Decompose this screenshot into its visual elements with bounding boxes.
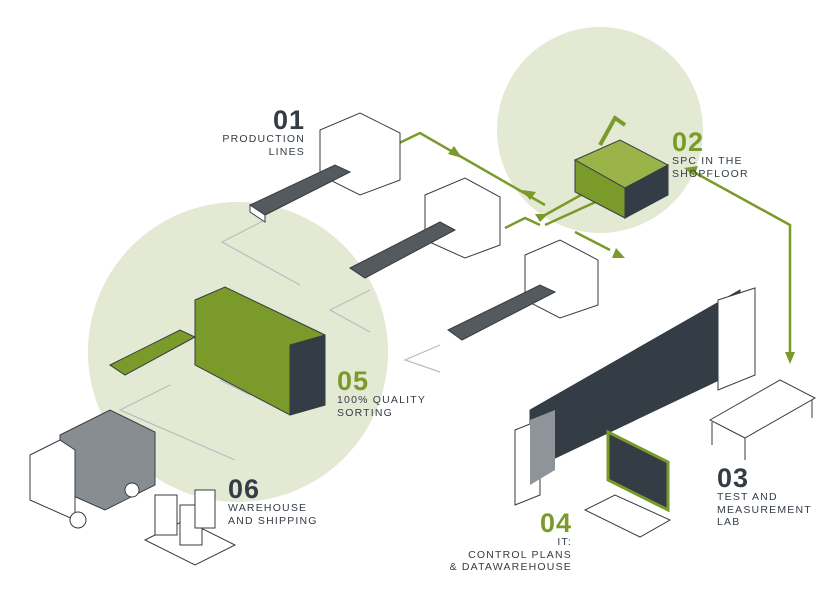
- station-number: 01: [272, 105, 305, 135]
- station-number: 03: [717, 463, 750, 493]
- test-lab-table: [708, 379, 817, 460]
- warehouse-boxes: [143, 489, 237, 566]
- sorting-machine: [109, 286, 326, 416]
- station-04-label: 04 IT: CONTROL PLANS & DATAWAREHOUSE: [422, 510, 572, 574]
- production-line-3: [447, 239, 599, 341]
- production-line-2: [349, 177, 501, 279]
- station-number: 02: [672, 127, 705, 157]
- station-title: PRODUCTION LINES: [222, 133, 305, 158]
- station-title: 100% QUALITY SORTING: [337, 394, 427, 419]
- station-title: TEST AND MEASUREMENT LAB: [717, 491, 812, 528]
- station-03-label: 03 TEST AND MEASUREMENT LAB: [717, 465, 812, 529]
- station-title: WAREHOUSE AND SHIPPING: [228, 502, 318, 527]
- station-title: SPC IN THE SHOPFLOOR: [672, 155, 749, 180]
- arrowheads: [448, 146, 795, 364]
- station-number: 06: [228, 474, 261, 504]
- station-01-label: 01 PRODUCTION LINES: [205, 107, 305, 158]
- station-02-label: 02 SPC IN THE SHOPFLOOR: [672, 129, 749, 180]
- station-title: IT: CONTROL PLANS & DATAWAREHOUSE: [449, 536, 572, 573]
- station-06-label: 06 WAREHOUSE AND SHIPPING: [228, 476, 318, 527]
- station-05-label: 05 100% QUALITY SORTING: [337, 368, 426, 419]
- spc-machine: [573, 115, 670, 219]
- station-number: 05: [337, 366, 370, 396]
- gray-flow-lines: [118, 219, 441, 461]
- production-line-1: [248, 112, 401, 223]
- station-number: 04: [539, 508, 572, 538]
- truck: [29, 409, 156, 529]
- it-datawall: [514, 287, 756, 538]
